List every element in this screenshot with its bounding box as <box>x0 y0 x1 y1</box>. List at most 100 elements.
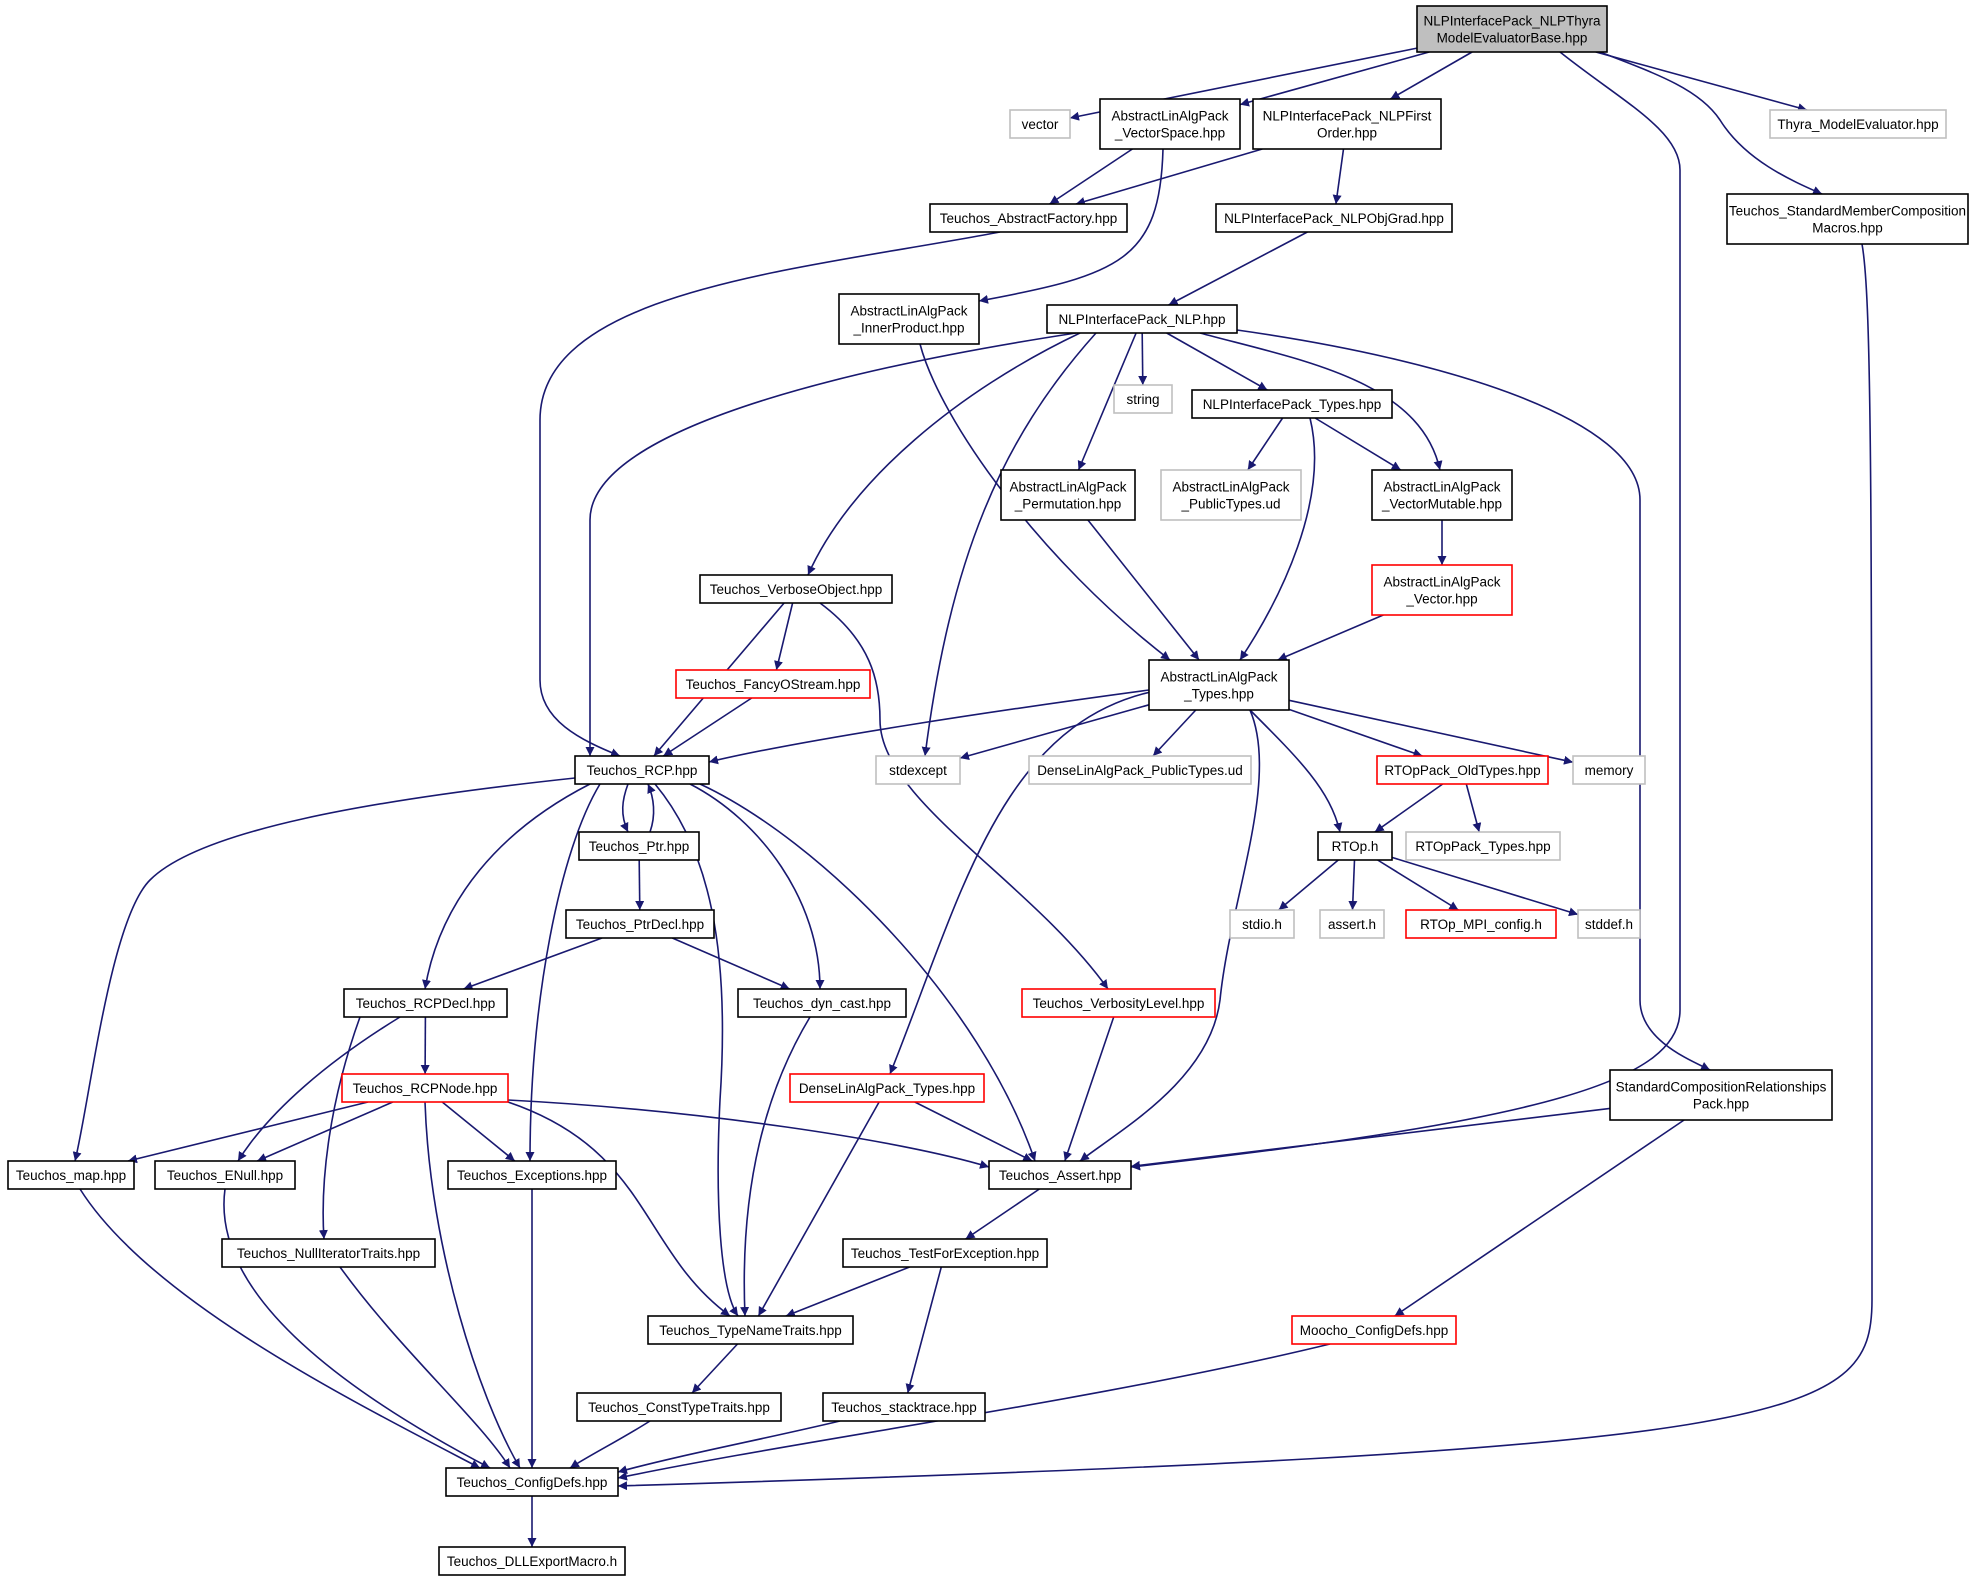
node-nlp_types[interactable]: NLPInterfacePack_Types.hpp <box>1191 389 1393 419</box>
node-rtop_old[interactable]: RTOpPack_OldTypes.hpp <box>1376 755 1549 785</box>
node-stdio[interactable]: stdio.h <box>1229 909 1295 939</box>
node-box <box>838 293 980 345</box>
edge-std_member-to-configdefs <box>617 243 1873 1491</box>
node-alap_vm[interactable]: AbstractLinAlgPack_VectorMutable.hpp <box>1371 469 1513 521</box>
edge-scr_pack-to-assert_hpp <box>1130 1107 1611 1170</box>
node-fancy[interactable]: Teuchos_FancyOStream.hpp <box>675 669 871 699</box>
node-thyra_me[interactable]: Thyra_ModelEvaluator.hpp <box>1769 109 1947 139</box>
node-alap_pubtypes[interactable]: AbstractLinAlgPack_PublicTypes.ud <box>1160 469 1302 521</box>
node-alap_ip[interactable]: AbstractLinAlgPack_InnerProduct.hpp <box>838 293 980 345</box>
node-rcpnode[interactable]: Teuchos_RCPNode.hpp <box>341 1073 509 1103</box>
node-rtop_mpi[interactable]: RTOp_MPI_config.h <box>1405 909 1557 939</box>
edge-nlp-to-alap_perm <box>1077 332 1137 471</box>
node-label: stddef.h <box>1585 917 1633 932</box>
node-label: NLPInterfacePack_NLPObjGrad.hpp <box>1224 211 1444 226</box>
edge-enull-to-configdefs <box>223 1188 491 1469</box>
node-label: Teuchos_AbstractFactory.hpp <box>940 211 1118 226</box>
node-rcp[interactable]: Teuchos_RCP.hpp <box>574 755 710 785</box>
node-verbose[interactable]: Teuchos_VerboseObject.hpp <box>699 574 893 604</box>
node-dlap_pub[interactable]: DenseLinAlgPack_PublicTypes.ud <box>1028 755 1252 785</box>
node-consttype[interactable]: Teuchos_ConstTypeTraits.hpp <box>576 1392 782 1422</box>
node-ptrdecl[interactable]: Teuchos_PtrDecl.hpp <box>565 909 715 939</box>
edge-alap_vs-to-abs_factory <box>1049 148 1133 205</box>
node-box <box>988 1160 1132 1190</box>
node-box <box>7 1160 135 1190</box>
edge-nlp-to-verbose <box>807 332 1081 576</box>
edge-rtop_h-to-stdio <box>1278 859 1339 911</box>
node-rtop_h[interactable]: RTOp.h <box>1317 831 1393 861</box>
node-label: _Vector.hpp <box>1405 592 1477 607</box>
edge-alap_vs-to-alap_ip <box>978 148 1164 304</box>
edge-map-to-configdefs <box>79 1188 481 1469</box>
node-label: Teuchos_VerboseObject.hpp <box>710 582 883 597</box>
node-label: string <box>1126 392 1159 407</box>
node-label: _VectorSpace.hpp <box>1114 126 1225 141</box>
node-box <box>1099 98 1241 150</box>
node-label: AbstractLinAlgPack <box>1383 575 1500 590</box>
edge-typename-to-consttype <box>691 1343 739 1394</box>
edge-rcpnode-to-configdefs <box>424 1101 521 1469</box>
node-box <box>1252 98 1442 150</box>
node-alap_vs[interactable]: AbstractLinAlgPack_VectorSpace.hpp <box>1099 98 1241 150</box>
node-stddef[interactable]: stddef.h <box>1577 909 1641 939</box>
edge-rcp-to-dyncast <box>689 783 825 990</box>
node-box <box>343 988 508 1018</box>
edge-rcpnode-to-enull <box>256 1101 394 1162</box>
node-alap_types[interactable]: AbstractLinAlgPack_Types.hpp <box>1148 659 1290 711</box>
edge-rcpnode-to-assert_hpp <box>507 1099 990 1169</box>
node-box <box>1416 5 1608 53</box>
node-vector[interactable]: vector <box>1009 109 1071 139</box>
node-dlap_types[interactable]: DenseLinAlgPack_Types.hpp <box>789 1073 985 1103</box>
edge-root-to-std_member <box>1599 51 1823 195</box>
node-nlp_objgrad[interactable]: NLPInterfacePack_NLPObjGrad.hpp <box>1215 203 1453 233</box>
node-rcpdecl[interactable]: Teuchos_RCPDecl.hpp <box>343 988 508 1018</box>
node-box <box>1000 469 1136 521</box>
edge-rcpnode-to-map <box>127 1101 369 1164</box>
node-configdefs[interactable]: Teuchos_ConfigDefs.hpp <box>445 1467 619 1497</box>
node-assert_hpp[interactable]: Teuchos_Assert.hpp <box>988 1160 1132 1190</box>
node-box <box>1021 988 1216 1018</box>
node-typename[interactable]: Teuchos_TypeNameTraits.hpp <box>647 1315 854 1345</box>
node-verbosity[interactable]: Teuchos_VerbosityLevel.hpp <box>1021 988 1216 1018</box>
node-label: Teuchos_TestForException.hpp <box>851 1246 1039 1261</box>
node-box <box>1160 469 1302 521</box>
node-alap_vec[interactable]: AbstractLinAlgPack _Vector.hpp <box>1371 564 1513 616</box>
node-box <box>565 909 715 939</box>
node-stdexcept[interactable]: stdexcept <box>875 755 961 785</box>
edge-verbose-to-fancy <box>774 602 794 671</box>
edge-testforex-to-stacktrace <box>905 1266 943 1394</box>
node-alap_perm[interactable]: AbstractLinAlgPack_Permutation.hpp <box>1000 469 1136 521</box>
edge-nulliter-to-configdefs <box>339 1266 511 1469</box>
node-root[interactable]: NLPInterfacePack_NLPThyraModelEvaluatorB… <box>1416 5 1608 53</box>
edge-ptrdecl-to-dyncast <box>671 937 791 990</box>
node-stacktrace[interactable]: Teuchos_stacktrace.hpp <box>822 1392 986 1422</box>
node-map[interactable]: Teuchos_map.hpp <box>7 1160 135 1190</box>
node-label: Teuchos_dyn_cast.hpp <box>753 996 891 1011</box>
edge-root-to-assert_hpp <box>1130 51 1681 1171</box>
node-nlp[interactable]: NLPInterfacePack_NLP.hpp <box>1046 304 1238 334</box>
node-box <box>1113 384 1173 414</box>
node-nulliter[interactable]: Teuchos_NullIteratorTraits.hpp <box>221 1238 436 1268</box>
node-label: Order.hpp <box>1317 126 1377 141</box>
node-enull[interactable]: Teuchos_ENull.hpp <box>154 1160 296 1190</box>
node-label: stdexcept <box>889 763 947 778</box>
edge-nlp-to-string <box>1138 332 1148 386</box>
node-abs_factory[interactable]: Teuchos_AbstractFactory.hpp <box>929 203 1128 233</box>
node-exceptions[interactable]: Teuchos_Exceptions.hpp <box>447 1160 617 1190</box>
node-label: NLPInterfacePack_NLPThyra <box>1423 14 1601 29</box>
node-assert_h[interactable]: assert.h <box>1319 909 1385 939</box>
node-std_member[interactable]: Teuchos_StandardMemberCompositionMacros.… <box>1726 193 1969 245</box>
node-label: Teuchos_stacktrace.hpp <box>831 1400 977 1415</box>
node-string[interactable]: string <box>1113 384 1173 414</box>
node-moocho_cfg[interactable]: Moocho_ConfigDefs.hpp <box>1291 1315 1457 1345</box>
edge-alap_types-to-rtop_h <box>1249 709 1343 833</box>
edge-nlp-to-alap_vm <box>1199 332 1443 471</box>
node-dyncast[interactable]: Teuchos_dyn_cast.hpp <box>737 988 907 1018</box>
node-dllexport[interactable]: Teuchos_DLLExportMacro.h <box>438 1546 626 1576</box>
node-testforex[interactable]: Teuchos_TestForException.hpp <box>842 1238 1048 1268</box>
node-rtop_types[interactable]: RTOpPack_Types.hpp <box>1405 831 1561 861</box>
node-ptr[interactable]: Teuchos_Ptr.hpp <box>578 831 700 861</box>
node-memory[interactable]: memory <box>1572 755 1646 785</box>
